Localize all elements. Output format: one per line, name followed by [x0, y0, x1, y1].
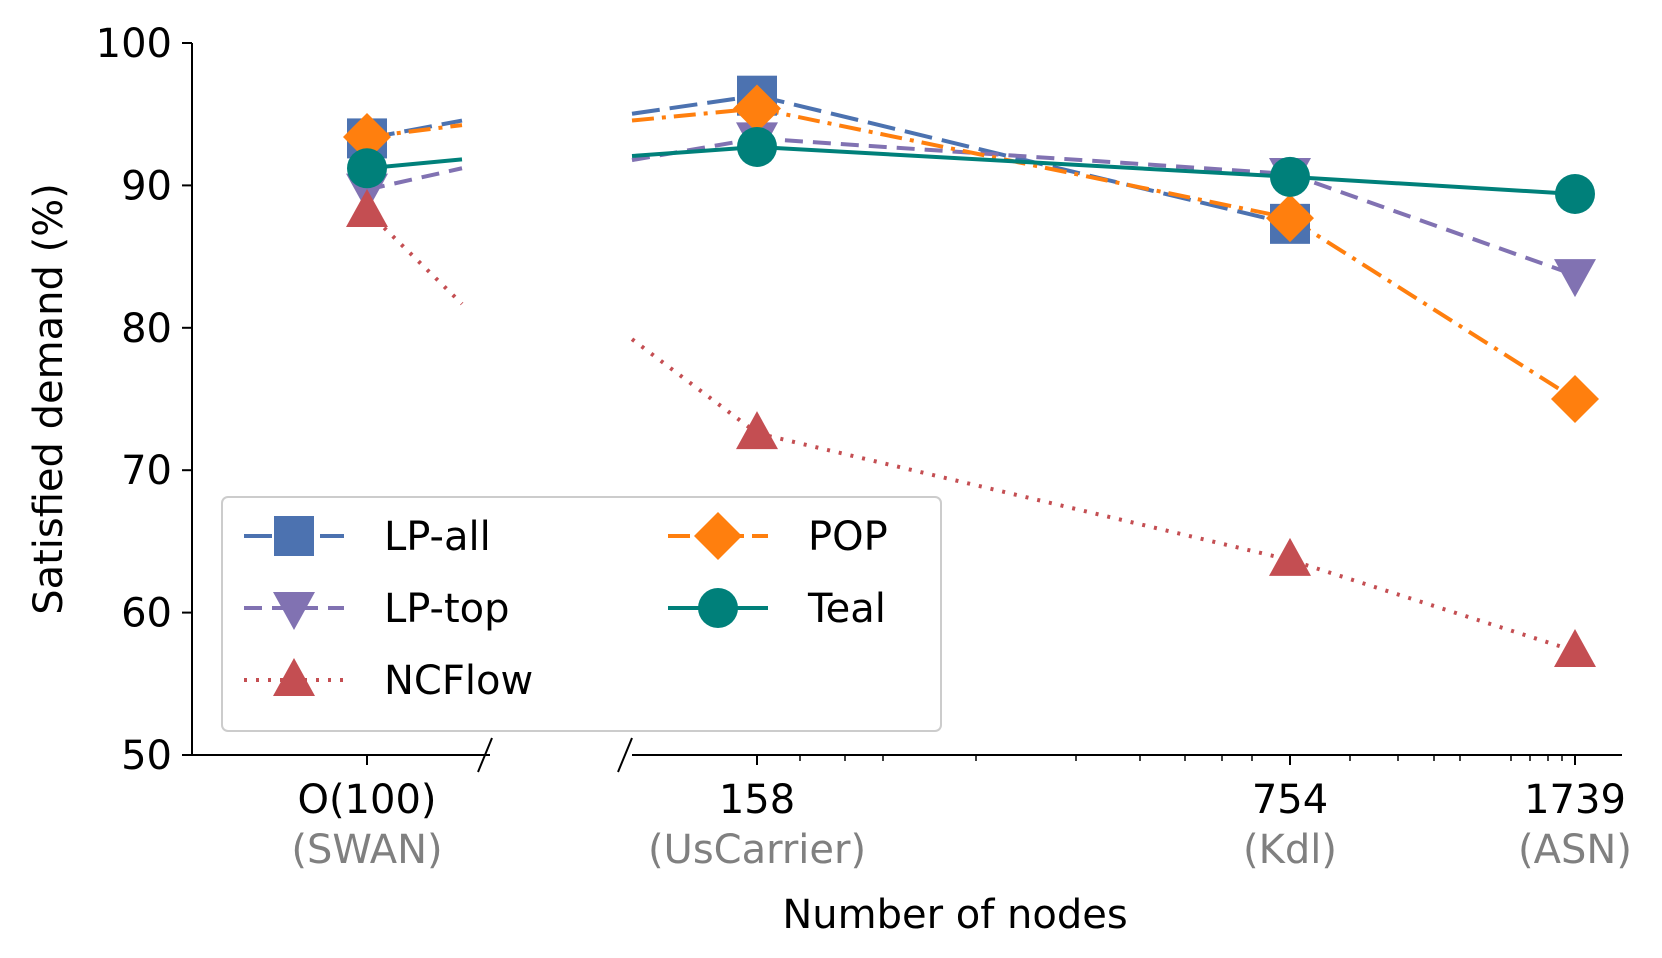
series-line-lp-top: [756, 136, 1576, 277]
legend-marker-lp-all: [274, 516, 314, 556]
data-point-teal: [1270, 156, 1310, 197]
x-tick-sublabel: (UsCarrier): [648, 827, 866, 873]
x-tick-sublabel: (SWAN): [291, 827, 442, 873]
legend-label-lp-top: LP-top: [384, 586, 510, 632]
series-line-ncflow: [756, 431, 1576, 653]
x-tick-label: 1739: [1524, 777, 1626, 823]
data-point-pop: [343, 112, 391, 161]
series-line-lp-all: [756, 93, 1291, 226]
data-point-ncflow: [1554, 629, 1596, 668]
series-line-lp-top: [366, 166, 463, 192]
legend-label-lp-all: LP-all: [384, 514, 491, 560]
data-point-lp-top: [1554, 259, 1596, 298]
y-tick-label: 90: [121, 163, 172, 209]
series-line-pop: [756, 106, 1577, 401]
legend-marker-pop: [694, 512, 742, 560]
data-point-pop: [733, 84, 781, 133]
series-line-ncflow: [630, 337, 759, 435]
plot-area: [343, 75, 1599, 668]
x-tick-label: 158: [719, 777, 795, 823]
data-point-teal: [737, 126, 777, 167]
x-tick-sublabel: (ASN): [1518, 827, 1632, 873]
x-tick-sublabel: (Kdl): [1243, 827, 1337, 873]
legend-label-teal: Teal: [807, 586, 886, 632]
x-axis-label: Number of nodes: [782, 892, 1127, 938]
y-axis-label: Satisfied demand (%): [26, 183, 72, 615]
series-line-lp-top: [631, 136, 758, 163]
y-tick-label: 70: [121, 448, 172, 494]
y-tick-label: 100: [96, 21, 172, 67]
axis-break-mark-left: [477, 737, 493, 773]
legend-label-pop: POP: [808, 514, 888, 560]
x-tick-label: O(100): [297, 777, 436, 823]
legend-marker-teal: [698, 588, 738, 628]
series-line-teal: [756, 144, 1576, 196]
data-point-ncflow: [1269, 537, 1311, 576]
series-line-ncflow: [365, 209, 464, 306]
series-line-lp-all: [631, 93, 758, 116]
x-tick-label: 754: [1252, 777, 1328, 823]
axis-break-mark-right: [617, 737, 633, 773]
y-tick-label: 50: [121, 733, 172, 779]
y-tick-label: 60: [121, 591, 172, 637]
data-point-teal: [1555, 173, 1595, 214]
legend-label-ncflow: NCFlow: [384, 658, 533, 704]
data-point-pop: [1551, 375, 1599, 423]
data-point-pop: [1266, 194, 1314, 243]
legend-marker-ncflow: [273, 658, 315, 696]
series-line-teal: [631, 144, 758, 158]
legend-marker-lp-top: [273, 592, 315, 630]
data-point-ncflow: [736, 411, 778, 450]
legend-box: [221, 496, 942, 732]
y-tick-label: 80: [121, 306, 172, 352]
data-point-teal: [347, 148, 387, 189]
data-point-ncflow: [346, 189, 388, 228]
